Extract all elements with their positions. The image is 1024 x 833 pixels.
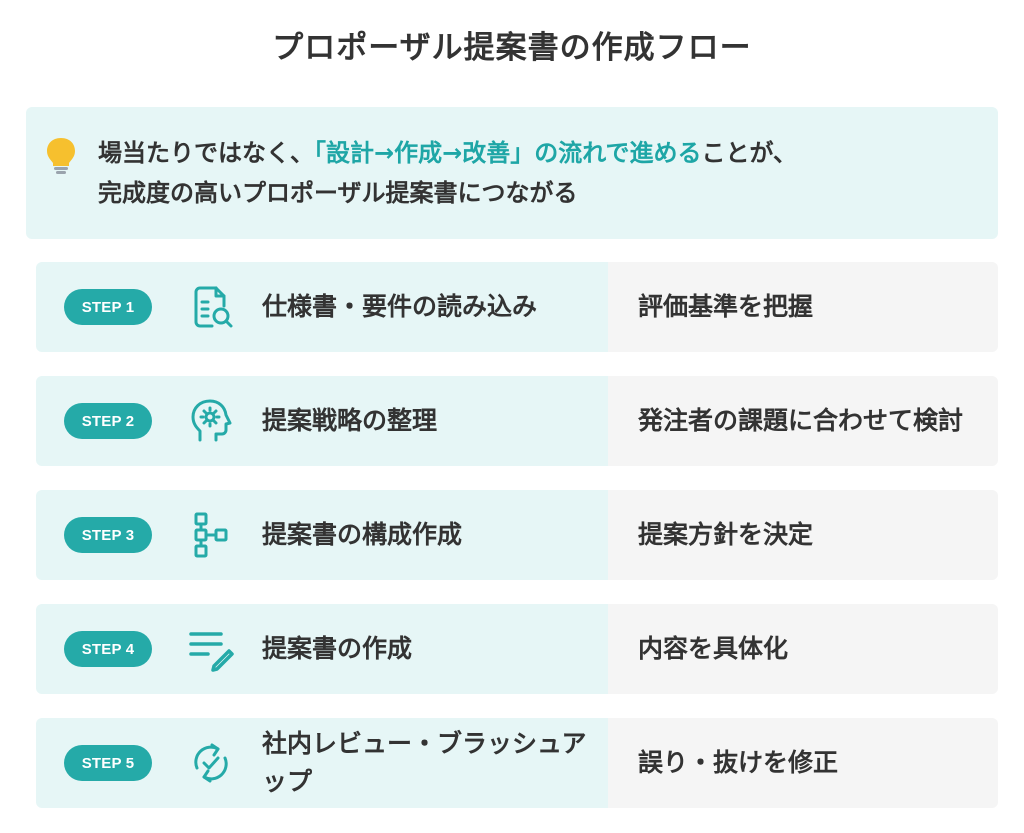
step-right-panel: 発注者の課題に合わせて検討	[608, 376, 998, 466]
step-desc: 内容を具体化	[638, 634, 789, 663]
step-row-2: STEP 2 提案戦略の整理 発注者の課題に合わせて検討	[36, 376, 998, 466]
step-desc: 誤り・抜けを修正	[638, 748, 839, 777]
key-message-part: 場当たりではなく、	[98, 139, 314, 167]
step-title: 社内レビュー・ブラッシュアップ	[262, 729, 587, 796]
refresh-check-icon	[194, 743, 228, 783]
page-title: プロポーザル提案書の作成フロー	[272, 30, 752, 66]
step-desc: 評価基準を把握	[638, 292, 814, 321]
step-row-4: STEP 4 提案書の作成 内容を具体化	[36, 604, 998, 694]
step-row-5: STEP 5 社内レビュー・ブラッシュアップ 誤り・抜けを修正	[36, 718, 998, 808]
document-search-icon	[194, 286, 233, 328]
step-left-panel: STEP 3 提案書の構成作成	[36, 490, 608, 580]
key-message-line2: 完成度の高いプロポーザル提案書につながる	[98, 179, 578, 207]
head-gear-icon	[191, 399, 232, 442]
step-row-1: STEP 1 仕様書・要件の読み込み 評価基準を把握	[36, 262, 998, 352]
step-badge: STEP 4	[64, 631, 152, 667]
key-message-highlight: 「設計→作成→改善」の流れで進める	[314, 139, 702, 167]
step-row-3: STEP 3 提案書の構成作成 提案方針を決定	[36, 490, 998, 580]
key-message-part: ことが、	[701, 139, 798, 167]
step-badge: STEP 2	[64, 403, 152, 439]
write-pencil-icon	[189, 632, 234, 672]
step-badge: STEP 5	[64, 745, 152, 781]
step-left-panel: STEP 5 社内レビュー・ブラッシュアップ	[36, 718, 608, 808]
step-left-panel: STEP 2 提案戦略の整理	[36, 376, 608, 466]
structure-icon	[194, 512, 228, 558]
step-right-panel: 提案方針を決定	[608, 490, 998, 580]
step-title: 提案戦略の整理	[262, 406, 438, 435]
step-left-panel: STEP 1 仕様書・要件の読み込み	[36, 262, 608, 352]
step-title: 提案書の構成作成	[262, 520, 463, 549]
step-left-panel: STEP 4 提案書の作成	[36, 604, 608, 694]
step-right-panel: 内容を具体化	[608, 604, 998, 694]
key-message-box	[26, 107, 998, 239]
step-desc: 提案方針を決定	[638, 520, 814, 549]
step-right-panel: 誤り・抜けを修正	[608, 718, 998, 808]
step-title: 提案書の作成	[262, 634, 413, 663]
step-badge: STEP 3	[64, 517, 152, 553]
step-right-panel: 評価基準を把握	[608, 262, 998, 352]
key-message-text: 場当たりではなく、「設計→作成→改善」の流れで進めることが、 完成度の高いプロポ…	[98, 133, 978, 213]
step-title: 仕様書・要件の読み込み	[262, 292, 538, 321]
step-desc: 発注者の課題に合わせて検討	[638, 406, 964, 435]
lightbulb-icon	[47, 138, 75, 174]
step-badge: STEP 1	[64, 289, 152, 325]
